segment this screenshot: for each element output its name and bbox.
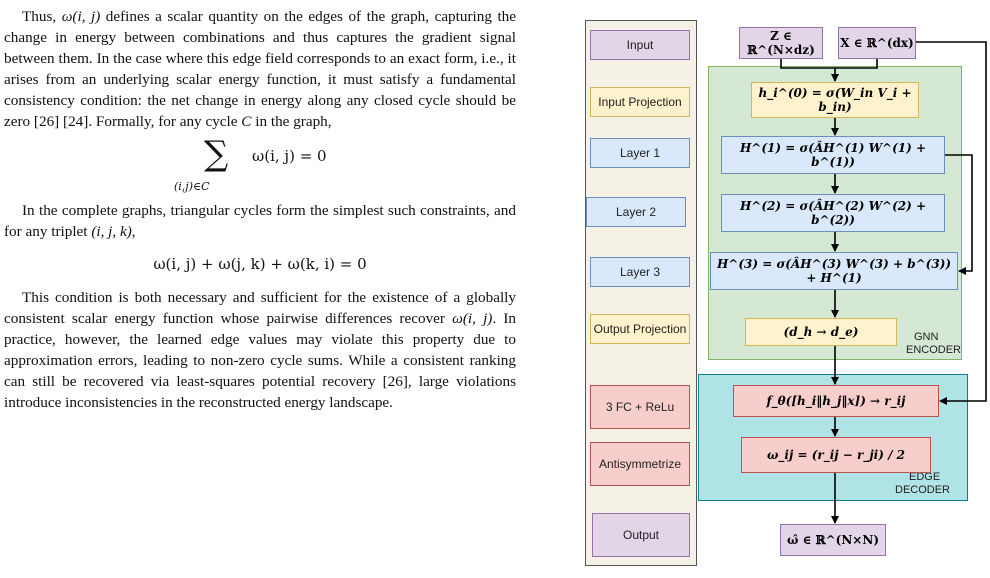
input-projection-node: h_i^(0) = σ(W_in V_i + b_in) — [751, 82, 919, 118]
edge-mlp-node: f_θ([h_i‖h_j‖x]) → r_ij — [733, 385, 939, 417]
equation-cycle-sum: ∑ (i,j)∈C ω(i, j) = 0 — [174, 134, 327, 193]
legend-fc-relu: 3 FC + ReLu — [590, 385, 690, 429]
equation-triangle: ω(i, j) + ω(j, k) + ω(k, i) = 0 — [153, 255, 367, 273]
paragraph-cycle-consistency: Thus, ω(i, j) defines a scalar quantity … — [4, 8, 516, 130]
legend-input: Input — [590, 30, 690, 60]
legend-layer-2: Layer 2 — [586, 197, 686, 227]
output-projection-node: (d_h → d_e) — [745, 318, 897, 346]
omega-output-node: ω̂ ∈ ℝ^(N×N) — [780, 524, 886, 556]
x-input-node: X ∈ ℝ^(dx) — [838, 27, 916, 59]
paragraph-triangular-cycles: In the complete graphs, triangular cycle… — [4, 202, 516, 240]
paper-text-column: Thus, ω(i, j) defines a scalar quantity … — [4, 6, 516, 413]
gnn-layer-1-node: H^(1) = σ(ÂH^(1) W^(1) + b^(1)) — [721, 136, 945, 174]
legend-output-projection: Output Projection — [590, 314, 690, 344]
legend-antisymmetrize: Antisymmetrize — [590, 442, 690, 486]
antisymmetrize-node: ω_ij = (r_ij − r_ji) / 2 — [741, 437, 931, 473]
legend-input-projection: Input Projection — [590, 87, 690, 117]
legend-layer-1: Layer 1 — [590, 138, 690, 168]
gnn-layer-3-node: H^(3) = σ(ÂH^(3) W^(3) + b^(3)) + H^(1) — [710, 252, 958, 290]
paragraph-necessary-sufficient: This condition is both necessary and suf… — [4, 289, 516, 411]
legend-output: Output — [592, 513, 690, 557]
omega-symbol: ω(i, j) — [61, 8, 101, 25]
z-input-node: Z ∈ ℝ^(N×dz) — [739, 27, 823, 59]
gnn-layer-2-node: H^(2) = σ(ÂH^(2) W^(2) + b^(2)) — [721, 194, 945, 232]
legend-layer-3: Layer 3 — [590, 257, 690, 287]
